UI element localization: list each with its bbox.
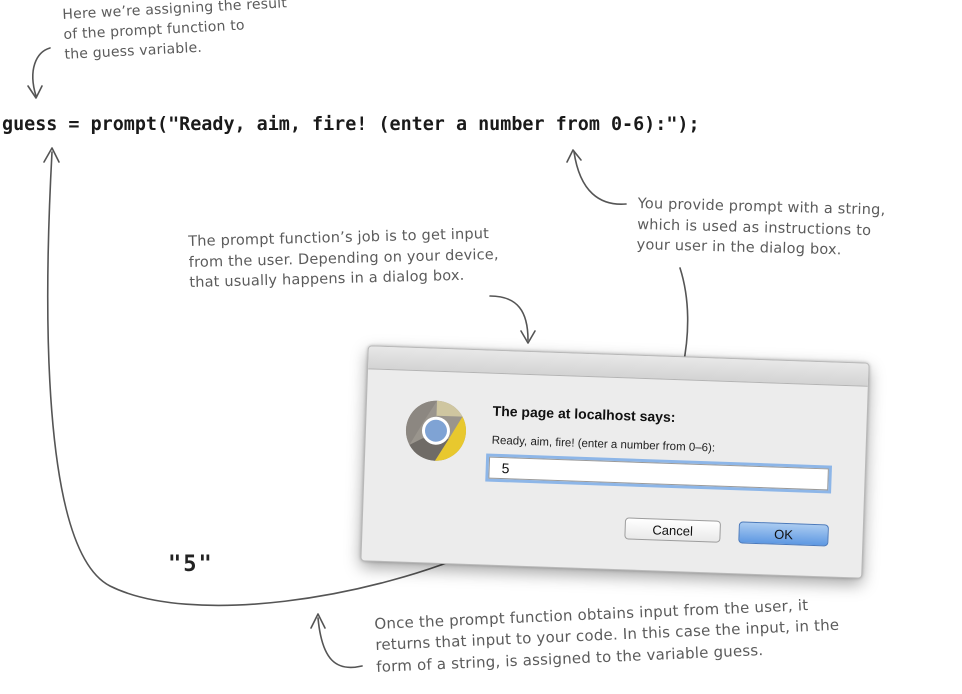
annotation-prompt-job: The prompt function’s job is to get inpu… [188, 226, 499, 292]
dialog-heading: The page at localhost says: [492, 402, 676, 426]
arrow-note-to-curve [317, 617, 363, 669]
ok-button[interactable]: OK [738, 521, 829, 547]
arrow-to-string [573, 151, 627, 205]
annotation-return-value: Once the prompt function obtains input f… [374, 596, 840, 676]
chrome-logo-icon [405, 400, 466, 461]
arrowhead-guess [27, 85, 43, 99]
arrowhead-dialog [520, 330, 536, 344]
return-value: "5" [168, 552, 214, 577]
dialog-message: Ready, aim, fire! (enter a number from 0… [491, 434, 716, 455]
arrowhead-note-curve [310, 613, 326, 629]
arrow-to-guess [32, 47, 51, 97]
arrow-to-dialog [489, 295, 529, 341]
dialog-titlebar[interactable] [368, 346, 869, 387]
code-line: guess = prompt("Ready, aim, fire! (enter… [2, 114, 700, 135]
cancel-button[interactable]: Cancel [624, 517, 722, 543]
arrowhead-string [566, 149, 582, 163]
annotation-assign: Here we’re assigning the result of the p… [62, 0, 288, 63]
arrowhead-return [43, 147, 60, 163]
prompt-input[interactable] [488, 456, 829, 491]
annotation-string-instructions: You provide prompt with a string, which … [636, 195, 886, 259]
prompt-dialog: The page at localhost says: Ready, aim, … [360, 345, 870, 579]
